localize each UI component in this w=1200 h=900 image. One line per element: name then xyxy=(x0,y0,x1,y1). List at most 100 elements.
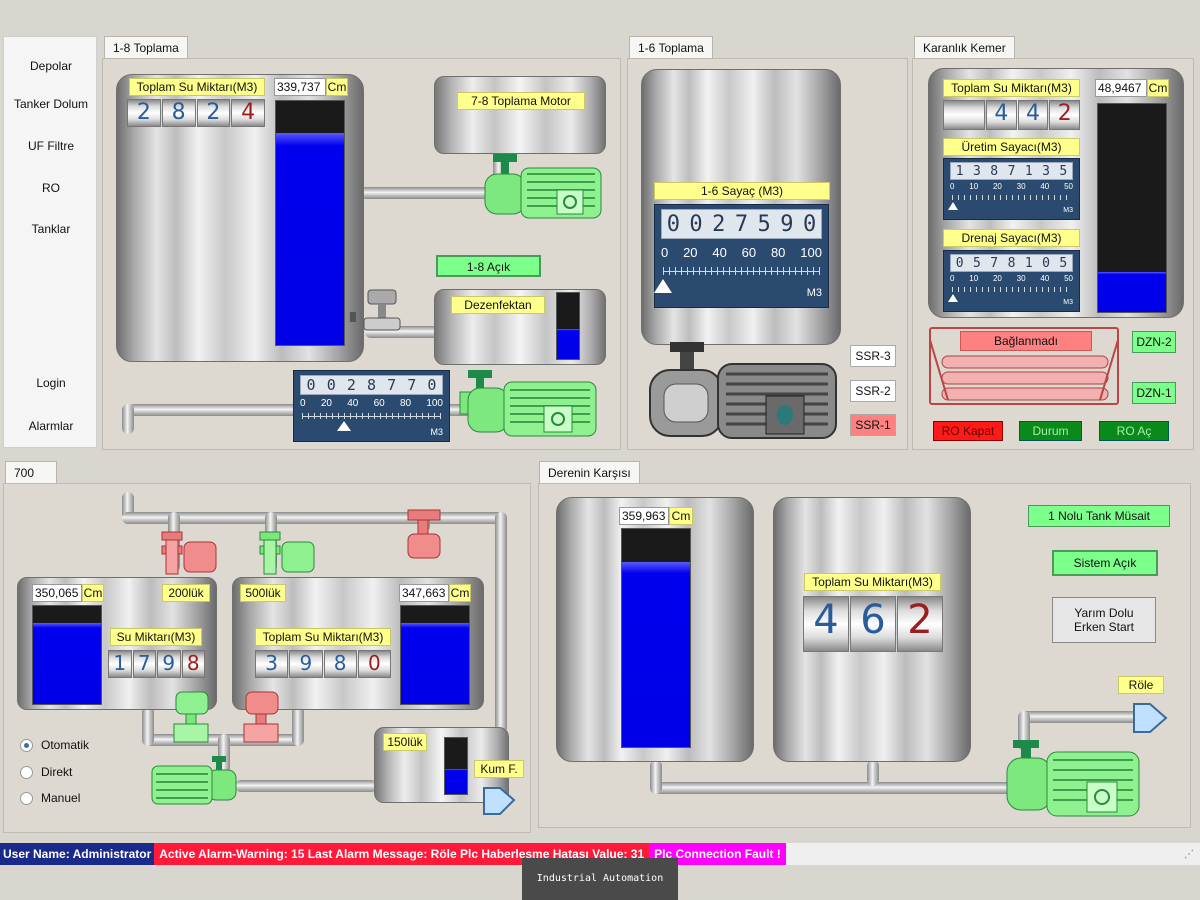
radio-label: Direkt xyxy=(41,765,73,779)
counter-digit: 2 xyxy=(897,596,943,652)
tank1-counter: 1 7 9 8 xyxy=(108,650,205,678)
counter-digit: 1 xyxy=(108,650,132,678)
tank1-capacity: 200lük xyxy=(162,584,210,602)
counter-digit: 4 xyxy=(231,99,265,127)
counter-digit: 8 xyxy=(161,99,196,127)
scale-label: 20 xyxy=(992,182,1002,191)
scale-label: 40 xyxy=(1040,274,1050,283)
tab-karanlik-kemer[interactable]: Karanlık Kemer xyxy=(914,36,1015,58)
meter-line xyxy=(663,271,820,272)
scale-label: 80 xyxy=(399,398,412,409)
valve-icon xyxy=(259,531,315,575)
tank2-level-unit: Cm xyxy=(449,584,471,602)
pipe xyxy=(650,782,1025,794)
sidebar-item-depolar[interactable]: Depolar xyxy=(29,59,73,73)
disinfectant-level xyxy=(556,292,580,360)
early-start-button[interactable]: Yarım Dolu Erken Start xyxy=(1052,597,1156,643)
scale-label: 0 xyxy=(950,182,955,191)
dzn-2-indicator[interactable]: DZN-2 xyxy=(1132,331,1176,353)
meter-digit: 1 xyxy=(1024,255,1033,271)
level-fill xyxy=(276,132,344,345)
meter-ticks xyxy=(952,195,1071,200)
tank1-level-unit: Cm xyxy=(82,584,104,602)
pipe xyxy=(122,404,134,434)
radio-circle[interactable] xyxy=(20,738,33,752)
scale-label: 80 xyxy=(770,245,786,260)
resize-grip-icon[interactable]: ⋰ xyxy=(1184,848,1194,860)
tab-1-8-toplama[interactable]: 1-8 Toplama xyxy=(104,36,188,58)
status-button[interactable]: Durum xyxy=(1019,421,1082,441)
radio-circle[interactable] xyxy=(20,765,33,779)
meter-digit: 7 xyxy=(990,255,999,271)
pump-icon xyxy=(151,756,237,805)
pipe xyxy=(142,706,154,746)
ro-close-button[interactable]: RO Kapat xyxy=(933,421,1003,441)
tab-derenin-karsisi[interactable]: Derenin Karşısı xyxy=(539,461,640,483)
pump-icon xyxy=(1006,740,1140,817)
counter-digit: 8 xyxy=(181,650,205,678)
total-water-counter: 4 6 2 xyxy=(803,596,943,652)
dzn-1-indicator[interactable]: DZN-1 xyxy=(1132,382,1176,404)
mode-radio-manuel[interactable]: Manuel xyxy=(20,791,80,805)
counter-digit: 2 xyxy=(1049,100,1081,130)
ssr-2-indicator[interactable]: SSR-2 xyxy=(850,380,896,402)
ssr-3-indicator[interactable]: SSR-3 xyxy=(850,345,896,367)
counter-digit: 6 xyxy=(850,596,896,652)
mode-radio-otomatik[interactable]: Otomatik xyxy=(20,738,89,752)
motor-label: 7-8 Toplama Motor xyxy=(457,92,585,110)
ssr-1-indicator[interactable]: SSR-1 xyxy=(850,414,896,436)
meter-digit: 1 xyxy=(1024,163,1033,179)
counter-digit: 4 xyxy=(986,100,1017,130)
scale-label: 50 xyxy=(1064,182,1073,191)
scale-label: 10 xyxy=(969,182,979,191)
meter-digit: 0 xyxy=(955,255,964,271)
tab-1-6-toplama[interactable]: 1-6 Toplama xyxy=(629,36,713,58)
counter-digit: 8 xyxy=(323,650,357,678)
counter-blank xyxy=(943,100,986,130)
tank2-level-gauge xyxy=(400,605,470,705)
sidebar-item-alarmlar[interactable]: Alarmlar xyxy=(28,419,74,433)
1-8-open-button[interactable]: 1-8 Açık xyxy=(436,255,541,277)
valve-icon xyxy=(243,691,279,743)
counter-digit: 9 xyxy=(289,650,323,678)
tank2-counter: 3 9 8 0 xyxy=(255,650,391,678)
meter-pointer xyxy=(948,294,958,302)
meter-label: 1-6 Sayaç (M3) xyxy=(654,182,830,200)
sidebar-item-tanklar[interactable]: Tanklar xyxy=(31,222,71,236)
meter-digit: 0 xyxy=(427,376,437,394)
sidebar-item-ro[interactable]: RO xyxy=(42,181,60,195)
mode-radio-direkt[interactable]: Direkt xyxy=(20,765,72,779)
scale-label: 20 xyxy=(992,274,1002,283)
plc-fault-status[interactable]: Plc Connection Fault ! xyxy=(649,843,786,865)
pipe xyxy=(867,760,879,786)
pipe xyxy=(235,780,377,792)
level-value: 359,963 xyxy=(619,507,669,525)
tab-700[interactable]: 700 xyxy=(5,461,57,483)
meter-digit: 5 xyxy=(757,211,771,237)
meter-digit: 5 xyxy=(1059,255,1068,271)
radio-circle[interactable] xyxy=(20,791,33,805)
sidebar: Depolar Tanker Dolum UF Filtre RO Tankla… xyxy=(3,36,97,448)
scale-label: 60 xyxy=(373,398,385,409)
user-name-status: User Name: Administrator xyxy=(0,843,155,865)
sidebar-item-login[interactable]: Login xyxy=(36,376,66,390)
system-open-button[interactable]: Sistem Açık xyxy=(1052,550,1158,576)
scale-label: 20 xyxy=(683,245,698,260)
early-start-line1: Yarım Dolu xyxy=(1074,606,1134,620)
counter-digit: 4 xyxy=(1017,100,1049,130)
sidebar-item-tanker-dolum[interactable]: Tanker Dolum xyxy=(13,97,89,111)
valve-icon xyxy=(350,289,401,331)
ro-open-button[interactable]: RO Aç xyxy=(1099,421,1169,441)
meter-ticks xyxy=(952,287,1071,292)
tank2-level-value: 347,663 xyxy=(399,584,449,602)
counter-digit: 7 xyxy=(132,650,156,678)
sidebar-item-uf-filtre[interactable]: UF Filtre xyxy=(28,139,74,153)
tank2-water-label: Toplam Su Miktarı(M3) xyxy=(255,628,391,646)
total-water-label: Toplam Su Miktarı(M3) xyxy=(943,79,1080,97)
